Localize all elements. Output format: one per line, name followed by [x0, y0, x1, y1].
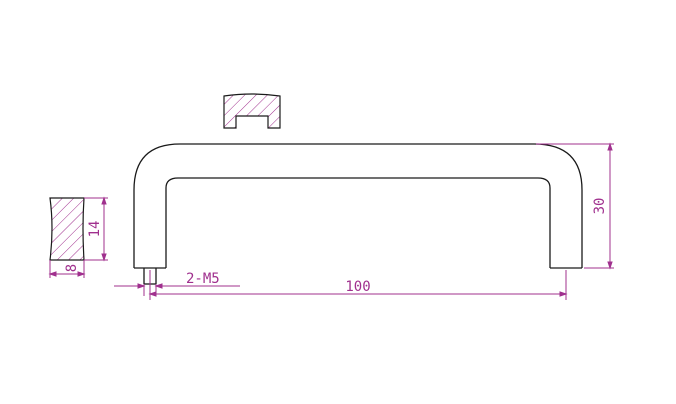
- dimension-handle-height: [536, 142, 614, 270]
- dimension-section-height: [84, 196, 108, 262]
- handle-inner-edge: [165, 177, 551, 268]
- handle-outline: [133, 143, 583, 285]
- handle-outer-edge: [133, 143, 583, 268]
- dimension-section-width: [48, 260, 86, 278]
- thread-note-label: 2-M5: [186, 271, 220, 287]
- top-cross-section: [223, 93, 281, 129]
- side-section-hatch: [49, 197, 85, 261]
- center-distance-label: 100: [345, 279, 370, 295]
- handle-height-label: 30: [592, 198, 608, 215]
- top-section-hatch: [223, 93, 281, 129]
- section-height-label: 14: [87, 221, 103, 238]
- thread-leader: [114, 283, 240, 296]
- side-cross-section: [49, 197, 85, 261]
- section-width-label: 8: [64, 264, 80, 272]
